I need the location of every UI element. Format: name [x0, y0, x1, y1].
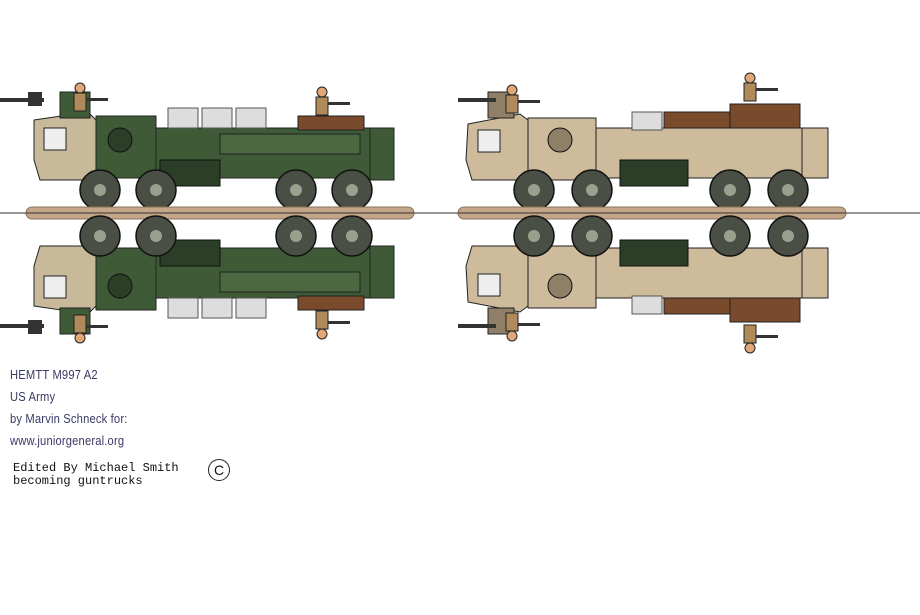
edit-line1: Edited By Michael Smith — [13, 461, 179, 475]
edit-line2: becoming guntrucks — [13, 474, 143, 488]
gunner-figure — [743, 72, 779, 102]
gunner-figure — [505, 84, 541, 114]
copyright-icon: C — [208, 459, 230, 481]
gunner-figure — [315, 86, 351, 116]
mirrored-row — [0, 215, 829, 354]
credits-block: HEMTT M997 A2 US Army by Marvin Schneck … — [10, 364, 147, 452]
gunner-figure — [73, 82, 109, 112]
edit-block: Edited By Michael Smith becoming guntruc… — [13, 462, 179, 488]
green-gun-truck — [0, 91, 395, 211]
credits-author: by Marvin Schneck for: — [10, 411, 128, 426]
credits-branch: US Army — [10, 389, 56, 404]
credits-website: www.juniorgeneral.org — [10, 433, 125, 448]
credits-title: HEMTT M997 A2 — [10, 367, 98, 382]
